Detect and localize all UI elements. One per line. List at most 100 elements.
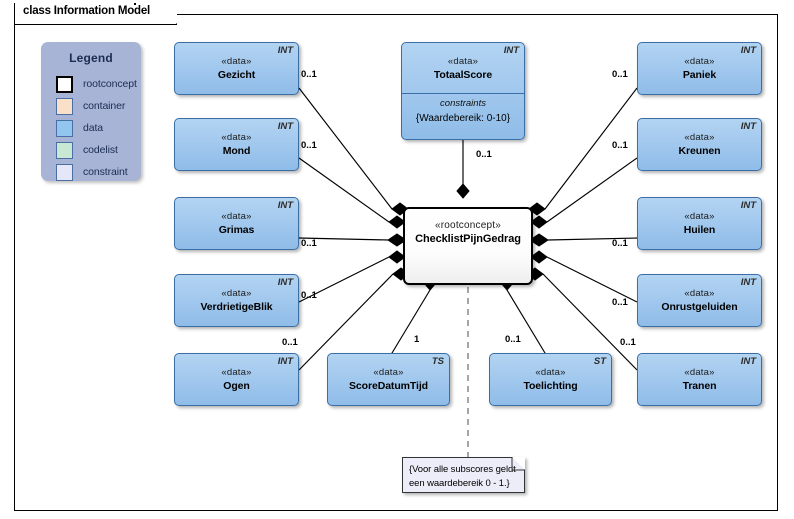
class-name-toelichting: Toelichting bbox=[523, 380, 578, 392]
class-stereotype-scoredatumtijd: «data» bbox=[373, 367, 404, 378]
multiplicity-scoredatumtijd: 1 bbox=[414, 334, 420, 345]
class-stereotype-toelichting: «data» bbox=[535, 367, 566, 378]
class-box-rootconcept[interactable]: «rootconcept» ChecklistPijnGedrag bbox=[403, 207, 533, 285]
legend-swatch-rootconcept bbox=[56, 75, 73, 93]
legend-swatch-constraint bbox=[56, 163, 73, 181]
multiplicity-totaalscore: 0..1 bbox=[476, 149, 492, 160]
multiplicity-gezicht: 0..1 bbox=[301, 69, 317, 80]
class-box-kreunen[interactable]: INT «data» Kreunen bbox=[637, 118, 762, 171]
multiplicity-ogen: 0..1 bbox=[282, 337, 298, 348]
class-type-onrustgeluiden: INT bbox=[740, 277, 756, 288]
legend-label-codelist: codelist bbox=[83, 144, 118, 156]
diamond-onrustgeluiden bbox=[530, 250, 548, 264]
compartment-value-constraints: {Waardebereik: 0-10} bbox=[415, 113, 511, 124]
class-stereotype-paniek: «data» bbox=[684, 56, 715, 67]
class-name-paniek: Paniek bbox=[682, 69, 717, 81]
class-name-scoredatumtijd: ScoreDatumTijd bbox=[349, 380, 428, 392]
class-box-gezicht[interactable]: INT «data» Gezicht bbox=[174, 42, 299, 95]
connector-scoredatumtijd bbox=[388, 289, 431, 359]
class-box-onrustgeluiden[interactable]: INT «data» Onrustgeluiden bbox=[637, 274, 762, 327]
class-name-rootconcept: ChecklistPijnGedrag bbox=[415, 233, 521, 245]
class-type-ogen: INT bbox=[277, 356, 293, 367]
class-stereotype-mond: «data» bbox=[221, 132, 252, 143]
class-box-totaalscore[interactable]: INT «data» TotaalScore constraints {Waar… bbox=[401, 42, 525, 140]
legend-label-constraint: constraint bbox=[83, 166, 128, 178]
class-name-gezicht: Gezicht bbox=[217, 69, 256, 81]
class-type-totaalscore: INT bbox=[503, 45, 519, 56]
note-box[interactable]: {Voor alle subscores geldt een waardeber… bbox=[402, 457, 525, 493]
class-compartment-totaalscore: constraints {Waardebereik: 0-10} bbox=[402, 93, 524, 126]
class-box-huilen[interactable]: INT «data» Huilen bbox=[637, 197, 762, 250]
note-line-1: {Voor alle subscores geldt bbox=[409, 464, 516, 475]
legend-swatch-data bbox=[56, 119, 73, 137]
class-type-mond: INT bbox=[277, 121, 293, 132]
legend-item-rootconcept: rootconcept bbox=[56, 73, 141, 95]
class-stereotype-tranen: «data» bbox=[684, 367, 715, 378]
legend-label-container: container bbox=[83, 100, 126, 112]
connector-toelichting bbox=[506, 289, 549, 359]
diagram-frame-tab-label: class Information Model bbox=[14, 2, 178, 25]
connector-onrustgeluiden bbox=[546, 256, 638, 303]
class-type-tranen: INT bbox=[740, 356, 756, 367]
multiplicity-huilen: 0..1 bbox=[612, 238, 628, 249]
diamond-totaalscore bbox=[456, 183, 470, 199]
class-type-grimas: INT bbox=[277, 200, 293, 211]
class-stereotype-gezicht: «data» bbox=[221, 56, 252, 67]
class-box-ogen[interactable]: INT «data» Ogen bbox=[174, 353, 299, 406]
frame-tab-edge bbox=[134, 3, 136, 5]
note-fold-line-icon bbox=[511, 457, 525, 471]
class-box-scoredatumtijd[interactable]: TS «data» ScoreDatumTijd bbox=[327, 353, 450, 406]
class-box-toelichting[interactable]: ST «data» Toelichting bbox=[489, 353, 612, 406]
class-type-kreunen: INT bbox=[740, 121, 756, 132]
class-box-grimas[interactable]: INT «data» Grimas bbox=[174, 197, 299, 250]
class-type-verdrietigeblik: INT bbox=[277, 277, 293, 288]
class-type-paniek: INT bbox=[740, 45, 756, 56]
class-name-verdrietigeblik: VerdrietigeBlik bbox=[200, 301, 273, 313]
multiplicity-paniek: 0..1 bbox=[612, 69, 628, 80]
class-stereotype-kreunen: «data» bbox=[684, 132, 715, 143]
class-stereotype-onrustgeluiden: «data» bbox=[684, 288, 715, 299]
class-box-mond[interactable]: INT «data» Mond bbox=[174, 118, 299, 171]
legend-item-constraint: constraint bbox=[56, 161, 141, 183]
class-box-paniek[interactable]: INT «data» Paniek bbox=[637, 42, 762, 95]
legend-rows: rootconcept container data codelist cons… bbox=[56, 73, 141, 183]
class-name-totaalscore: TotaalScore bbox=[433, 68, 493, 81]
connector-paniek bbox=[544, 87, 638, 210]
compartment-title-constraints: constraints bbox=[440, 98, 486, 109]
connector-tranen bbox=[542, 273, 638, 371]
class-type-huilen: INT bbox=[740, 200, 756, 211]
class-box-verdrietigeblik[interactable]: INT «data» VerdrietigeBlik bbox=[174, 274, 299, 327]
class-box-tranen[interactable]: INT «data» Tranen bbox=[637, 353, 762, 406]
class-stereotype-ogen: «data» bbox=[221, 367, 252, 378]
connector-mond bbox=[298, 157, 390, 223]
class-stereotype-huilen: «data» bbox=[684, 211, 715, 222]
connector-verdrietigeblik bbox=[298, 256, 390, 303]
class-name-tranen: Tranen bbox=[682, 380, 717, 392]
legend-swatch-codelist bbox=[56, 141, 73, 159]
legend-title: Legend bbox=[69, 51, 113, 65]
legend-panel: Legend rootconcept container data codeli… bbox=[41, 42, 141, 181]
class-name-huilen: Huilen bbox=[683, 224, 716, 236]
class-name-mond: Mond bbox=[222, 145, 251, 157]
connector-ogen bbox=[298, 273, 394, 371]
legend-label-data: data bbox=[83, 122, 104, 134]
multiplicity-tranen: 0..1 bbox=[620, 337, 636, 348]
multiplicity-toelichting: 0..1 bbox=[505, 334, 521, 345]
legend-item-codelist: codelist bbox=[56, 139, 141, 161]
class-type-scoredatumtijd: TS bbox=[431, 356, 444, 367]
connector-grimas bbox=[298, 237, 389, 241]
legend-item-container: container bbox=[56, 95, 141, 117]
multiplicity-onrustgeluiden: 0..1 bbox=[612, 297, 628, 308]
note-line-2: een waardebereik 0 - 1.} bbox=[409, 478, 510, 489]
class-name-onrustgeluiden: Onrustgeluiden bbox=[661, 301, 738, 313]
class-type-toelichting: ST bbox=[593, 356, 606, 367]
connector-huilen bbox=[547, 237, 638, 241]
class-name-ogen: Ogen bbox=[223, 380, 250, 392]
legend-label-rootconcept: rootconcept bbox=[83, 78, 137, 90]
legend-item-data: data bbox=[56, 117, 141, 139]
note-fold-corner-icon bbox=[512, 457, 525, 470]
class-name-grimas: Grimas bbox=[218, 224, 255, 236]
class-stereotype-rootconcept: «rootconcept» bbox=[435, 220, 501, 231]
multiplicity-mond: 0..1 bbox=[301, 140, 317, 151]
